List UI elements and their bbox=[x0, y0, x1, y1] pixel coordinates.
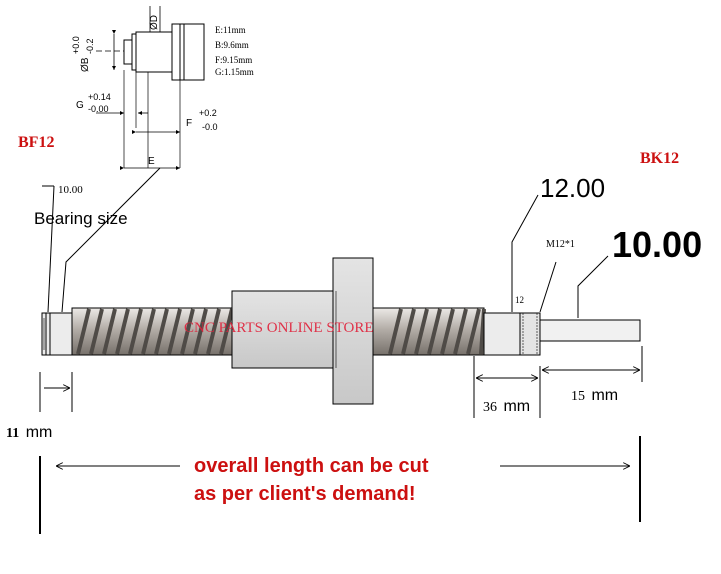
e-label: E bbox=[148, 156, 155, 167]
length-15-value: 15 bbox=[571, 389, 585, 404]
length-36-unit: mm bbox=[503, 398, 530, 415]
ball-nut-body bbox=[231, 290, 337, 369]
b-tolerance-minus: -0.2 bbox=[85, 38, 95, 54]
g-label: G bbox=[76, 100, 84, 111]
thread-stripe bbox=[180, 308, 195, 355]
thread-stripe bbox=[89, 308, 104, 355]
ball-screw bbox=[41, 257, 641, 405]
ball-nut-flange bbox=[332, 257, 374, 405]
bearing-size-label: Bearing size bbox=[34, 209, 128, 228]
f-tolerance-plus: +0.2 bbox=[199, 108, 217, 118]
length-11-unit: mm bbox=[26, 424, 53, 441]
phi-d-label: ØD bbox=[149, 15, 160, 30]
thread-stripe bbox=[115, 308, 130, 355]
thread-stripe bbox=[128, 308, 143, 355]
groove-detail-drawing bbox=[96, 6, 205, 170]
b-tolerance-plus: +0.0 bbox=[71, 36, 81, 54]
phi-b-label: ØB bbox=[80, 57, 91, 72]
thread-stripe bbox=[440, 308, 455, 355]
bf12-label: BF12 bbox=[18, 134, 54, 151]
leader-lines bbox=[42, 167, 609, 318]
m12-label: M12*1 bbox=[546, 239, 575, 250]
bk12-label: BK12 bbox=[640, 150, 679, 167]
length-15-unit: mm bbox=[591, 387, 618, 404]
length-36-label: 36 mm bbox=[483, 398, 530, 415]
thread-stripe bbox=[414, 308, 429, 355]
thread-stripe bbox=[388, 308, 403, 355]
thread-stripe bbox=[206, 308, 221, 355]
length-11-value: 11 bbox=[6, 426, 19, 441]
diameter-10-label: 10.00 bbox=[612, 224, 702, 265]
thread-stripe bbox=[427, 308, 442, 355]
f-tolerance-minus: -0.0 bbox=[202, 122, 218, 132]
thread-stripe bbox=[401, 308, 416, 355]
thread-stripe bbox=[102, 308, 117, 355]
diameter-12-label: 12.00 bbox=[540, 173, 605, 203]
thread-stripe bbox=[193, 308, 208, 355]
g-tolerance-plus: +0.14 bbox=[88, 92, 111, 102]
length-36-value: 36 bbox=[483, 400, 497, 415]
end-shaft-10 bbox=[539, 319, 641, 342]
spec-g: G:1.15mm bbox=[215, 67, 254, 77]
thread-stripe bbox=[466, 308, 481, 355]
watermark-text: CNC PARTS ONLINE STORE bbox=[184, 320, 374, 336]
small-12-label: 12 bbox=[515, 295, 524, 305]
spec-e: E:11mm bbox=[215, 25, 246, 35]
spec-b: B:9.6mm bbox=[215, 40, 249, 50]
thread-helix bbox=[76, 308, 486, 355]
thread-stripe bbox=[453, 308, 468, 355]
length-15-label: 15 mm bbox=[571, 387, 618, 404]
spec-f: F:9.15mm bbox=[215, 55, 252, 65]
thread-stripe bbox=[219, 308, 234, 355]
thread-stripe bbox=[167, 308, 182, 355]
thread-stripe bbox=[154, 308, 169, 355]
dimension-lines bbox=[39, 346, 643, 534]
thread-stripe bbox=[141, 308, 156, 355]
overall-length-note-line1: overall length can be cut bbox=[194, 455, 429, 477]
f-label: F bbox=[186, 118, 192, 129]
g-tolerance-minus: -0.00 bbox=[88, 104, 109, 114]
thread-stripe bbox=[76, 308, 91, 355]
right-journal-12 bbox=[483, 312, 521, 356]
overall-length-note-line2: as per client's demand! bbox=[194, 483, 416, 505]
left-diameter-label: 10.00 bbox=[58, 184, 83, 196]
length-11-label: 11 mm bbox=[6, 424, 52, 441]
